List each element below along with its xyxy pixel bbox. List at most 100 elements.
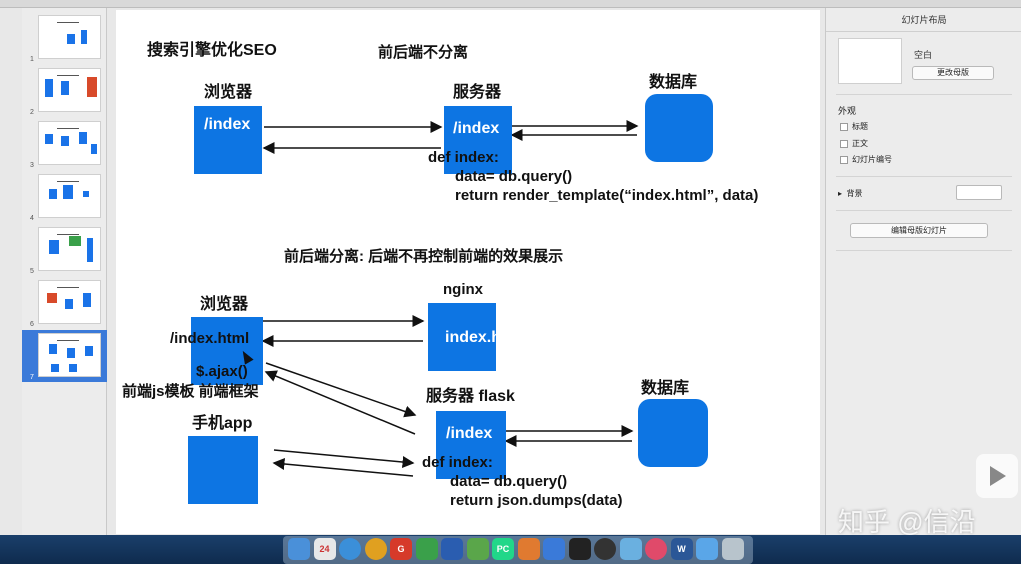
app-icon-g[interactable]: G [390, 538, 412, 560]
browser-box-text: /index [204, 116, 251, 133]
play-icon [990, 466, 1006, 486]
thumbnail-line [57, 234, 79, 235]
thumbnail-number: 5 [30, 268, 34, 275]
terminal-icon[interactable] [568, 538, 591, 560]
thumbnail-shape [91, 144, 97, 154]
pycharm-icon[interactable]: PC [492, 538, 514, 560]
frontend-template-label: 前端js模板 前端框架 [122, 383, 259, 400]
arrow-browser2-to-flask [265, 362, 417, 418]
evernote-icon[interactable] [415, 538, 438, 560]
app-label: 手机app [192, 415, 253, 432]
thumbnail-preview [38, 121, 101, 165]
flask-box-text: /index [446, 425, 493, 442]
thumbnail-line [57, 128, 79, 129]
background-section[interactable]: ▸ 背景 [838, 188, 862, 199]
arrow-flask-to-browser2 [264, 370, 416, 435]
app-icon-green[interactable] [466, 538, 489, 560]
divider [836, 250, 1012, 251]
code2-line3: return json.dumps(data) [450, 492, 623, 509]
thumbnail-shape [69, 364, 77, 372]
body-checkbox[interactable] [840, 139, 848, 148]
thumbnail-line [57, 181, 79, 182]
app-icon-orange[interactable] [517, 538, 540, 560]
db-label: 数据库 [649, 74, 698, 91]
slide-thumbnail[interactable]: 1 [22, 12, 107, 64]
slide-thumbnail[interactable]: 5 [22, 224, 107, 276]
app-box [188, 436, 258, 504]
background-label: 背景 [846, 189, 863, 198]
flask-label: 服务器 flask [426, 388, 515, 405]
thumbnail-shape [69, 236, 81, 246]
finder-icon[interactable] [288, 538, 310, 560]
subtitle-separated: 前后端分离: 后端不再控制前端的效果展示 [284, 248, 564, 265]
obs-icon[interactable] [594, 538, 616, 560]
browser-box: /index [194, 106, 262, 174]
thumbnail-line [57, 22, 79, 23]
video-play-badge[interactable] [976, 454, 1018, 498]
thumbnail-number: 4 [30, 215, 34, 222]
browser2-line1: /index.html [170, 330, 250, 347]
browser2-line2: $.ajax() [196, 363, 248, 380]
thumbnail-preview [38, 174, 101, 218]
slide-number-option[interactable]: 幻灯片编号 [840, 154, 892, 165]
calendar-icon[interactable]: 24 [313, 538, 336, 560]
slide-number-option-label: 幻灯片编号 [852, 155, 892, 164]
thumbnail-number: 7 [30, 374, 34, 381]
nginx-box: index.html [428, 303, 525, 371]
layout-preview[interactable] [838, 38, 902, 84]
body-option[interactable]: 正文 [840, 138, 868, 149]
browser-label: 浏览器 [204, 84, 253, 101]
thumbnail-shape [81, 30, 87, 44]
appearance-heading: 外观 [838, 106, 857, 116]
title-option[interactable]: 标题 [840, 121, 868, 132]
thumbnail-preview [38, 333, 101, 377]
thumbnail-shape [61, 81, 69, 95]
menu-bar[interactable] [0, 0, 1021, 8]
change-master-button[interactable]: 更改母版 [912, 66, 994, 80]
code1-line1: def index: [428, 149, 499, 166]
slide-thumbnail[interactable]: 2 [22, 65, 107, 117]
server-box: /index [444, 106, 512, 174]
divider [836, 94, 1012, 95]
server-label: 服务器 [453, 84, 502, 101]
thumbnail-number: 1 [30, 56, 34, 63]
thumbnail-number: 2 [30, 109, 34, 116]
disclosure-triangle-icon[interactable]: ▸ [838, 189, 843, 198]
slide-thumbnail[interactable]: 3 [22, 118, 107, 170]
title-option-label: 标题 [852, 122, 868, 131]
nginx-label: nginx [443, 281, 483, 298]
thumbnail-shape [67, 34, 75, 44]
trash-icon[interactable] [721, 538, 744, 560]
arrows-layer [261, 120, 639, 477]
thumbnail-shape [63, 185, 73, 199]
divider [836, 176, 1012, 177]
folder-icon[interactable] [696, 538, 718, 560]
thumbnail-shape [47, 293, 57, 303]
nginx-box-text: index.html [445, 329, 526, 346]
safari-icon[interactable] [339, 538, 361, 560]
title-checkbox[interactable] [840, 122, 848, 131]
slide-number-checkbox[interactable] [840, 155, 848, 164]
keynote-icon[interactable] [543, 538, 565, 560]
dock: 24 G PC W [283, 536, 753, 564]
music-icon[interactable] [645, 538, 667, 560]
thumbnail-preview [38, 227, 101, 271]
edit-master-slide-button[interactable]: 编辑母版幻灯片 [850, 223, 988, 238]
thumbnail-preview [38, 68, 101, 112]
slide-thumbnail[interactable]: 7 [22, 330, 107, 382]
slide-thumbnail-panel[interactable]: 1 2 3 4 5 6 7 [22, 8, 107, 535]
thumbnail-shape [87, 238, 93, 262]
app-icon-cloud[interactable] [619, 538, 642, 560]
slide-thumbnail[interactable]: 4 [22, 171, 107, 223]
slide-thumbnail[interactable]: 6 [22, 277, 107, 329]
thumbnail-number: 6 [30, 321, 34, 328]
thumbnail-line [57, 287, 79, 288]
thumbnail-shape [49, 240, 59, 254]
arrow-app-to-flask [273, 449, 415, 468]
slide-canvas[interactable]: 搜索引擎优化SEO 前后端不分离 浏览器 /index 服务器 /index 数… [116, 10, 820, 534]
word-icon[interactable]: W [670, 538, 693, 560]
app-icon-blue[interactable] [441, 538, 463, 560]
chrome-icon[interactable] [364, 538, 387, 560]
thumbnail-preview [38, 15, 101, 59]
background-color-swatch[interactable] [956, 185, 1002, 200]
